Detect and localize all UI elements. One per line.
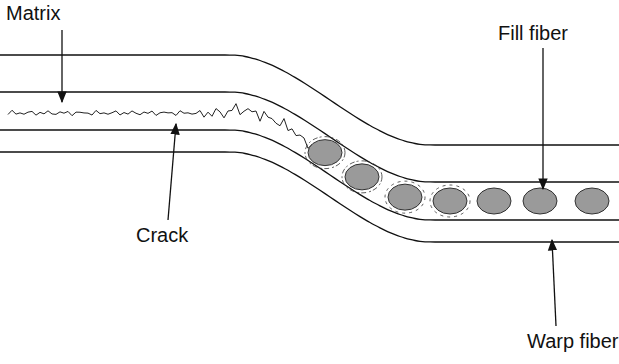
- band-outline: [0, 55, 619, 145]
- fill-fiber: [523, 188, 557, 214]
- fill-fiber: [345, 164, 379, 190]
- band-outline: [0, 152, 619, 242]
- warp-fiber-outlines: [0, 55, 619, 242]
- fill-fibers: [305, 137, 609, 217]
- debond-crack: [342, 161, 382, 193]
- leader-arrow: [542, 48, 543, 189]
- leader-arrow: [168, 124, 176, 220]
- band-outline: [0, 92, 619, 182]
- fill-fiber: [308, 140, 342, 166]
- fill-fiber: [388, 184, 422, 210]
- leader-arrow: [552, 240, 556, 326]
- part-label: Crack: [136, 224, 188, 246]
- fill-fiber: [575, 188, 609, 214]
- fill-fiber: [433, 188, 467, 214]
- debond-crack: [430, 185, 470, 217]
- debond-crack: [305, 137, 345, 169]
- leader-lines: [62, 30, 556, 326]
- leader-arrow: [61, 30, 62, 102]
- part-label: Warp fiber: [527, 330, 619, 352]
- part-label: Fill fiber: [498, 22, 568, 44]
- band-outline: [0, 130, 619, 220]
- part-label: Matrix: [6, 2, 60, 24]
- crack-path: [8, 104, 312, 149]
- fill-fiber: [477, 188, 511, 214]
- crack-line: [8, 104, 312, 149]
- debond-crack: [385, 181, 425, 213]
